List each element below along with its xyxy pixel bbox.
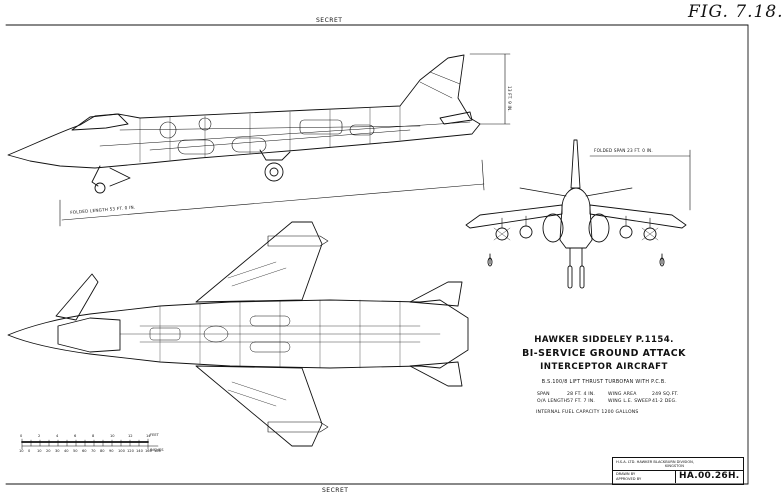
approved-by-label: APPROVED BY: [616, 477, 642, 481]
scale-feet-label: FEET: [150, 433, 159, 437]
title-block: HAWKER SIDDELEY P.1154. BI-SERVICE GROUN…: [512, 335, 696, 394]
scale-feet-tick: 10: [110, 434, 115, 438]
role-line-2: INTERCEPTOR AIRCRAFT: [540, 362, 668, 372]
scale-inch-tick: 10: [19, 449, 24, 453]
scale-feet-tick: 6: [74, 434, 77, 438]
scale-inch-tick: 90: [109, 449, 114, 453]
fuel-capacity: INTERNAL FUEL CAPACITY 1200 GALLONS: [536, 410, 639, 415]
scale-feet-tick: 0: [20, 434, 23, 438]
scale-inch-tick: 20: [46, 449, 51, 453]
scale-inch-tick: 70: [91, 449, 96, 453]
scale-bar: [21, 438, 159, 450]
sweep-value: 41·2 DEG.: [652, 399, 677, 404]
span-value: 28 FT. 4 IN.: [567, 392, 596, 397]
wing-area-label: WING AREA: [608, 392, 637, 397]
scale-inch-tick: 180: [154, 449, 161, 453]
classification-top: SECRET: [316, 17, 343, 24]
figure-label: FIG. 7.18.: [688, 2, 784, 22]
scale-inch-tick: 80: [100, 449, 105, 453]
folded-span-label: FOLDED SPAN 23 FT. 0 IN.: [594, 148, 653, 153]
scale-inch-tick: 40: [64, 449, 69, 453]
company-name: H.S.A. LTD. HAWKER BLACKBURN DIVISION,: [616, 460, 695, 464]
scale-inch-tick: 140: [136, 449, 143, 453]
wing-area-value: 249 SQ.FT.: [652, 392, 679, 397]
scale-feet-tick: 12: [128, 434, 133, 438]
front-view: [465, 139, 691, 289]
scale-feet-tick: 4: [56, 434, 59, 438]
drawn-by-label: DRAWN BY: [616, 472, 636, 476]
company-location: KINGSTON: [665, 464, 684, 468]
drawing-title-block: H.S.A. LTD. HAWKER BLACKBURN DIVISION, K…: [612, 457, 744, 485]
length-label: O/A LENGTH: [537, 399, 568, 404]
classification-bottom: SECRET: [322, 487, 349, 494]
scale-feet-tick: 14: [146, 434, 151, 438]
scale-feet-tick: 8: [92, 434, 95, 438]
length-value: 57 FT. 7 IN.: [567, 399, 596, 404]
drawing-sheet: [5, 24, 749, 485]
scale-inch-tick: 50: [73, 449, 78, 453]
span-label: SPAN: [537, 392, 550, 397]
role-line-1: BI-SERVICE GROUND ATTACK: [522, 348, 686, 359]
scale-inch-tick: 160: [145, 449, 152, 453]
aircraft-designation: HAWKER SIDDELEY P.1154.: [534, 335, 674, 345]
sweep-label: WING L.E. SWEEP: [608, 399, 652, 404]
drawing-number: HA.00.26H.: [679, 471, 740, 481]
scale-feet-tick: 2: [38, 434, 41, 438]
plan-view: [7, 221, 469, 447]
scale-inch-tick: 100: [118, 449, 125, 453]
height-dimension-label: 13 FT. 9 IN.: [507, 86, 512, 112]
scale-inch-tick: 120: [127, 449, 134, 453]
scale-inch-tick: 30: [55, 449, 60, 453]
scale-inch-tick: 0: [28, 449, 31, 453]
engine-description: B.S.100/8 LIFT THRUST TURBOFAN WITH P.C.…: [541, 380, 667, 385]
scale-inch-tick: 60: [82, 449, 87, 453]
scale-inch-tick: 10: [37, 449, 42, 453]
scale-inches-label: INCHES: [150, 448, 164, 452]
side-view: [7, 53, 511, 227]
